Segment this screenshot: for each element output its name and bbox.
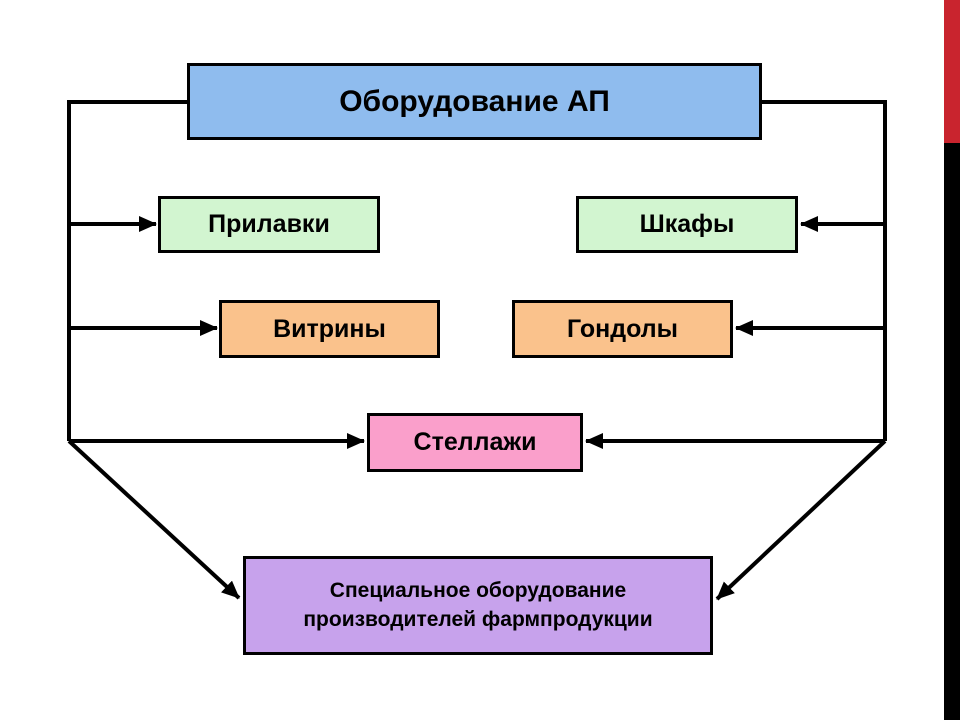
node-shkafy: Шкафы	[576, 196, 798, 253]
node-prilavki-label: Прилавки	[208, 210, 330, 238]
accent-stripe-black	[944, 143, 960, 720]
node-gondoly-label: Гондолы	[566, 314, 679, 343]
node-stellazhi: Стеллажи	[367, 413, 583, 472]
accent-stripe-red	[944, 0, 960, 143]
node-vitriny: Витрины	[219, 300, 440, 358]
node-special-equipment-label: Специальное оборудование производителей …	[303, 579, 653, 631]
node-oborudovanie-ap: Оборудование АП	[187, 63, 762, 140]
left-rail	[67, 100, 192, 441]
node-vitriny-label: Витрины	[273, 314, 386, 343]
node-shkafy-label: Шкафы	[639, 210, 735, 238]
node-stellazhi-label: Стеллажи	[413, 428, 537, 456]
node-special-equipment: Специальное оборудование производителей …	[243, 556, 713, 655]
arrow-to-special-left	[67, 439, 241, 600]
node-gondoly: Гондолы	[512, 300, 733, 358]
arrow-to-special-right	[715, 439, 887, 601]
right-rail	[758, 100, 887, 441]
node-oborudovanie-ap-label: Оборудование АП	[339, 84, 610, 118]
node-prilavki: Прилавки	[158, 196, 380, 253]
